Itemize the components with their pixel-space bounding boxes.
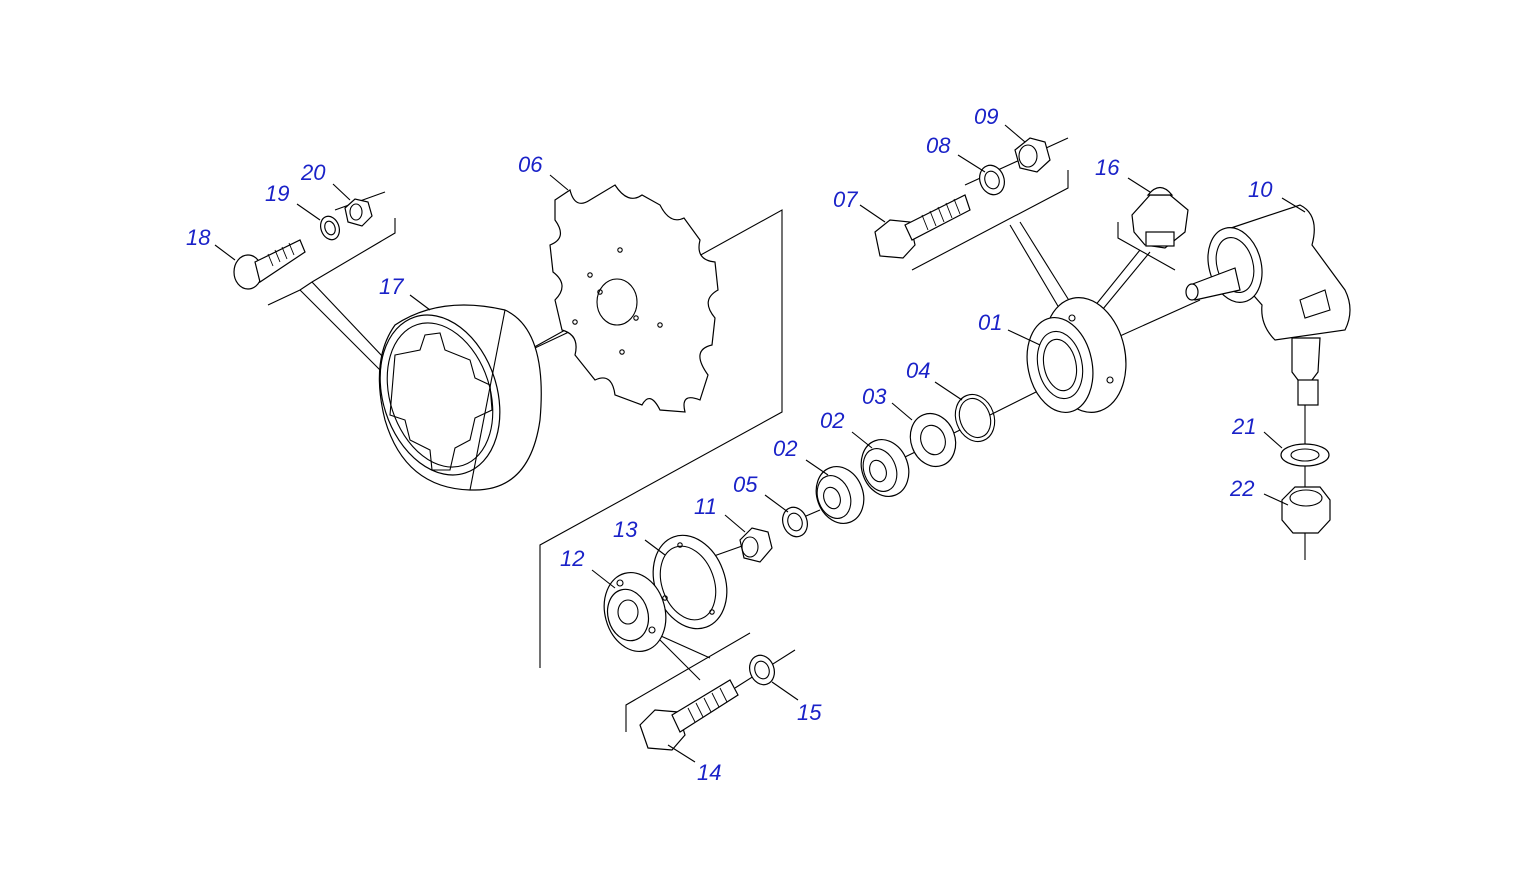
part-15-washer — [749, 654, 775, 686]
label-07: 07 — [833, 187, 858, 212]
part-04-snap-ring — [954, 393, 996, 443]
part-12-flange — [603, 571, 667, 653]
label-05: 05 — [733, 472, 758, 497]
label-01: 01 — [978, 310, 1002, 335]
label-18: 18 — [186, 225, 211, 250]
part-18-carriage-bolt — [233, 239, 306, 290]
leader-lines — [214, 124, 1306, 763]
label-14: 14 — [697, 760, 721, 785]
part-11-nut — [739, 527, 773, 563]
part-19-washer — [319, 215, 341, 241]
label-20: 20 — [300, 160, 326, 185]
label-04: 04 — [906, 358, 930, 383]
part-07-hex-bolt — [874, 194, 971, 259]
part-17-guard — [378, 304, 542, 491]
label-12: 12 — [560, 546, 584, 571]
label-08: 08 — [926, 133, 951, 158]
part-20-nut — [344, 198, 373, 227]
label-02-upper: 02 — [820, 408, 844, 433]
label-03: 03 — [862, 384, 887, 409]
label-02-lower: 02 — [773, 436, 797, 461]
part-02-bearing-upper — [860, 439, 910, 497]
part-03-spacer — [909, 412, 957, 468]
part-08-washer — [979, 164, 1005, 196]
label-19: 19 — [265, 181, 289, 206]
part-02-bearing-lower — [815, 466, 865, 524]
part-labels: 01 02 02 03 04 05 06 07 08 09 10 11 12 1… — [186, 104, 1273, 785]
part-09-nut — [1014, 137, 1051, 173]
label-10: 10 — [1248, 177, 1273, 202]
label-22: 22 — [1229, 476, 1254, 501]
part-01-bearing-housing — [1026, 297, 1127, 414]
part-21-washer — [1280, 443, 1330, 467]
part-22-nut — [1281, 486, 1331, 534]
label-13: 13 — [613, 517, 638, 542]
part-16-grease-nipple — [1131, 186, 1189, 249]
part-14-hex-bolt — [639, 679, 739, 751]
label-15: 15 — [797, 700, 822, 725]
label-11: 11 — [694, 494, 717, 519]
label-21: 21 — [1231, 414, 1256, 439]
part-05-washer — [782, 506, 808, 538]
part-06-cutting-disc — [549, 184, 719, 413]
label-06: 06 — [518, 152, 543, 177]
label-16: 16 — [1095, 155, 1120, 180]
label-17: 17 — [379, 274, 404, 299]
part-10-gearbox — [1185, 204, 1351, 406]
label-09: 09 — [974, 104, 998, 129]
